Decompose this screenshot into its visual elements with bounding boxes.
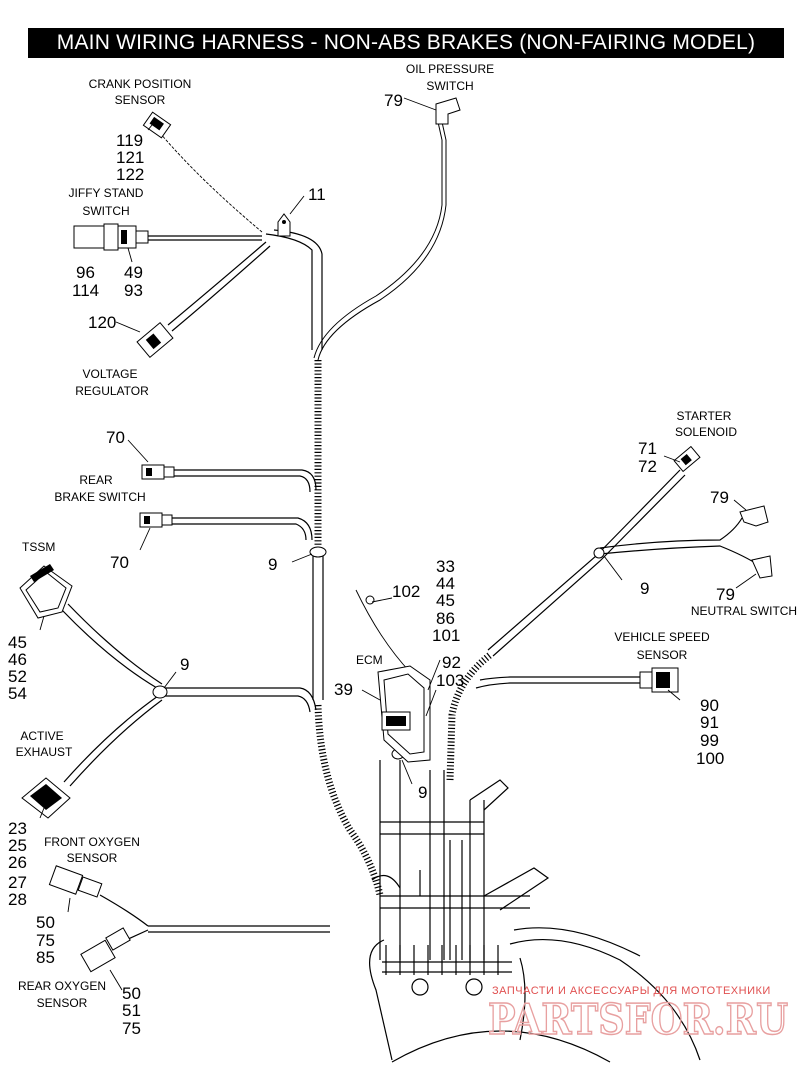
front-oxygen-sensor-part-50: 50	[36, 913, 55, 932]
vehicle-speed-sensor-connector	[639, 667, 679, 693]
rear-oxygen-sensor-label-1: REAR OXYGEN	[18, 979, 106, 993]
cable-strap-right	[593, 547, 605, 559]
neutral-switch-terminal-lower	[751, 555, 773, 579]
vehicle-speed-sensor-part-100: 100	[696, 749, 724, 768]
rear-brake-switch-label-2: BRAKE SWITCH	[54, 490, 145, 504]
jiffy-stand-switch-connector	[73, 223, 149, 251]
jiffy-stand-switch-part-93: 93	[124, 281, 143, 300]
crank-position-sensor-part-1: 119	[116, 131, 143, 150]
tssm-part-52: 52	[8, 667, 27, 686]
starter-solenoid-part-71: 71	[638, 439, 657, 458]
rear-oxygen-sensor-part-51: 51	[122, 1001, 141, 1020]
starter-solenoid-connector	[673, 445, 701, 473]
ecm-module	[365, 595, 431, 763]
rear-brake-switch-connector-upper	[141, 464, 175, 480]
cable-strap-center-part: 9	[268, 555, 277, 574]
active-exhaust-part-26: 26	[8, 853, 27, 872]
rear-oxygen-sensor-part-75: 75	[122, 1019, 141, 1038]
ecm-strap-part: 9	[418, 783, 427, 802]
neutral-switch-label: NEUTRAL SWITCH	[691, 604, 797, 618]
neutral-switch-strap-part: 9	[640, 579, 649, 598]
tssm-label: TSSM	[22, 540, 55, 554]
vehicle-speed-sensor-part-91: 91	[700, 713, 719, 732]
rear-brake-switch-connector-lower	[139, 512, 173, 528]
watermark-tagline: ЗАПЧАСТИ И АКСЕССУАРЫ ДЛЯ МОТОТЕХНИКИ	[492, 985, 771, 997]
crank-position-sensor-label-2: SENSOR	[115, 93, 166, 107]
oil-pressure-switch-part: 79	[384, 91, 403, 110]
active-exhaust-part-25: 25	[8, 836, 27, 855]
front-oxygen-sensor-part-75: 75	[36, 931, 55, 950]
voltage-regulator-connector	[136, 321, 174, 359]
rear-oxygen-sensor-label-2: SENSOR	[37, 996, 88, 1010]
ecm-part-86: 86	[436, 609, 455, 628]
crank-position-sensor-part-3: 122	[116, 165, 144, 184]
rear-oxygen-sensor-part-50: 50	[122, 984, 141, 1003]
cable-strap-left	[152, 685, 168, 699]
oil-pressure-switch-label-1: OIL PRESSURE	[406, 62, 494, 76]
ecm-part-101: 101	[432, 626, 460, 645]
starter-solenoid-label-1: STARTER	[677, 409, 732, 423]
cable-strap-left-part: 9	[180, 655, 189, 674]
active-exhaust-part-28: 28	[8, 890, 27, 909]
frame-structure	[369, 760, 701, 1063]
tssm-part-46: 46	[8, 650, 27, 669]
rear-brake-switch-part-top: 70	[106, 428, 125, 447]
leader-lines	[39, 97, 757, 991]
active-exhaust-part-23: 23	[8, 819, 27, 838]
ecm-part-44: 44	[436, 574, 455, 593]
tssm-part-54: 54	[8, 684, 27, 703]
ecm-label: ECM	[356, 653, 383, 667]
voltage-regulator-label-1: VOLTAGE	[83, 367, 138, 381]
vehicle-speed-sensor-label-1: VEHICLE SPEED	[614, 630, 710, 644]
rear-brake-switch-label-1: REAR	[79, 473, 113, 487]
harness-wires	[61, 121, 761, 941]
oil-pressure-switch-connector	[435, 97, 461, 125]
crank-position-sensor-label-1: CRANK POSITION	[89, 77, 192, 91]
jiffy-stand-switch-part-49: 49	[124, 263, 143, 282]
watermark-brand: PARTSFOR.RU	[488, 995, 788, 1044]
starter-solenoid-label-2: SOLENOID	[675, 425, 737, 439]
neutral-switch-part-bottom: 79	[716, 585, 735, 604]
front-oxygen-sensor-connector	[48, 865, 103, 898]
cable-strap-center	[309, 546, 327, 558]
starter-solenoid-part-72: 72	[638, 457, 657, 476]
jiffy-stand-switch-part-96: 96	[76, 263, 95, 282]
jiffy-stand-switch-part-114: 114	[72, 281, 99, 300]
crank-position-sensor-connector	[142, 111, 172, 139]
crank-position-sensor-part-2: 121	[116, 148, 144, 167]
ecm-part-45: 45	[436, 591, 455, 610]
neutral-switch-terminal-upper	[739, 505, 769, 527]
ecm-part-33: 33	[436, 557, 455, 576]
voltage-regulator-label-2: REGULATOR	[75, 384, 149, 398]
vehicle-speed-sensor-part-90: 90	[700, 696, 719, 715]
active-exhaust-label-2: EXHAUST	[16, 745, 73, 759]
active-exhaust-part-27: 27	[8, 873, 27, 892]
oil-pressure-switch-label-2: SWITCH	[426, 79, 473, 93]
front-oxygen-sensor-label-1: FRONT OXYGEN	[44, 835, 140, 849]
voltage-regulator-part: 120	[88, 313, 116, 332]
tssm-part-45: 45	[8, 633, 27, 652]
front-oxygen-sensor-label-2: SENSOR	[67, 851, 118, 865]
front-oxygen-sensor-part-85: 85	[36, 948, 55, 967]
ecm-part-39: 39	[334, 680, 353, 699]
diagram-title: MAIN WIRING HARNESS - NON-ABS BRAKES (NO…	[28, 28, 784, 58]
ecm-part-102: 102	[392, 582, 420, 601]
vehicle-speed-sensor-part-99: 99	[700, 731, 719, 750]
rear-oxygen-sensor-connector	[80, 927, 131, 973]
neutral-switch-part-top: 79	[710, 488, 729, 507]
jiffy-stand-switch-label-2: SWITCH	[82, 204, 129, 218]
ecm-part-92: 92	[442, 653, 461, 672]
ground-clip-part: 11	[308, 185, 326, 204]
active-exhaust-connector	[21, 777, 71, 819]
active-exhaust-label-1: ACTIVE	[20, 729, 63, 743]
ecm-part-103: 103	[436, 671, 464, 690]
ground-clip	[277, 213, 291, 237]
tssm-module	[19, 564, 73, 619]
jiffy-stand-switch-label-1: JIFFY STAND	[69, 186, 144, 200]
vehicle-speed-sensor-label-2: SENSOR	[637, 648, 688, 662]
rear-brake-switch-part-bottom: 70	[110, 553, 129, 572]
